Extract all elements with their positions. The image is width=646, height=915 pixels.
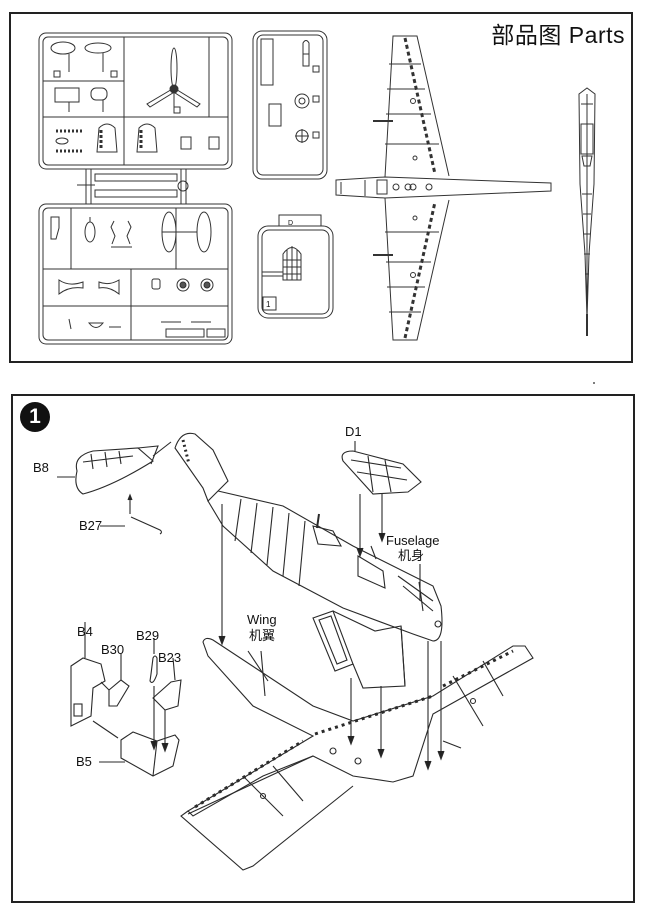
- callout-wing-en: Wing: [247, 612, 277, 627]
- part-b27-strut: [100, 493, 163, 535]
- callout-wing-cn: 机翼: [249, 628, 276, 643]
- part-b4: [70, 622, 106, 727]
- part-b29: [149, 638, 158, 683]
- callout-fuselage-cn: 机身: [398, 548, 425, 563]
- part-d1-canopy: [341, 441, 422, 495]
- fuselage-top-view: [578, 87, 596, 336]
- part-panel-box: [54, 87, 108, 112]
- sprue-c: [252, 30, 328, 180]
- part-rudder-left: [96, 123, 118, 153]
- sprue-b-lower: [38, 203, 233, 345]
- sprue-d-label: D: [288, 220, 294, 227]
- part-b30: [100, 654, 130, 707]
- callout-b29: B29: [136, 628, 160, 643]
- part-gun-strips: [55, 129, 84, 153]
- wing-plan-view: [335, 35, 552, 341]
- part-cockpit-tub: [312, 610, 406, 689]
- part-drop-tank-small: [50, 41, 118, 78]
- callout-b8: B8: [33, 460, 49, 475]
- callout-fuselage-en: Fuselage: [386, 533, 440, 548]
- wing-leader-line: [260, 650, 266, 697]
- speck: [593, 382, 595, 384]
- callout-b4: B4: [77, 624, 93, 639]
- callout-d1: D1: [345, 424, 362, 439]
- sprue-connector: [77, 169, 189, 204]
- part-b8-tailplane: [57, 441, 172, 495]
- parts-drawing: [38, 30, 596, 345]
- step-number-badge: 1: [20, 402, 50, 432]
- wing: [180, 637, 534, 871]
- parts-title: 部品图 Parts: [491, 22, 625, 48]
- part-exhausts: [180, 136, 220, 150]
- canopy-part-number: 1: [266, 300, 271, 309]
- assembly-arrows: [218, 494, 445, 771]
- parts-panel: 部品图 Parts: [9, 12, 633, 363]
- step-1-panel: 1: [11, 394, 635, 903]
- part-b5: [92, 686, 180, 777]
- callout-b5: B5: [76, 754, 92, 769]
- callout-b30: B30: [101, 642, 125, 657]
- fuselage: [174, 432, 443, 642]
- part-b23: [152, 657, 182, 711]
- callout-b27: B27: [79, 518, 103, 533]
- part-propeller: [146, 47, 201, 114]
- part-rudder-right: [136, 123, 158, 153]
- sprue-b-upper: [38, 32, 233, 170]
- callout-b23: B23: [158, 650, 182, 665]
- sprue-d: [257, 214, 334, 319]
- assembly-drawing: [57, 432, 534, 871]
